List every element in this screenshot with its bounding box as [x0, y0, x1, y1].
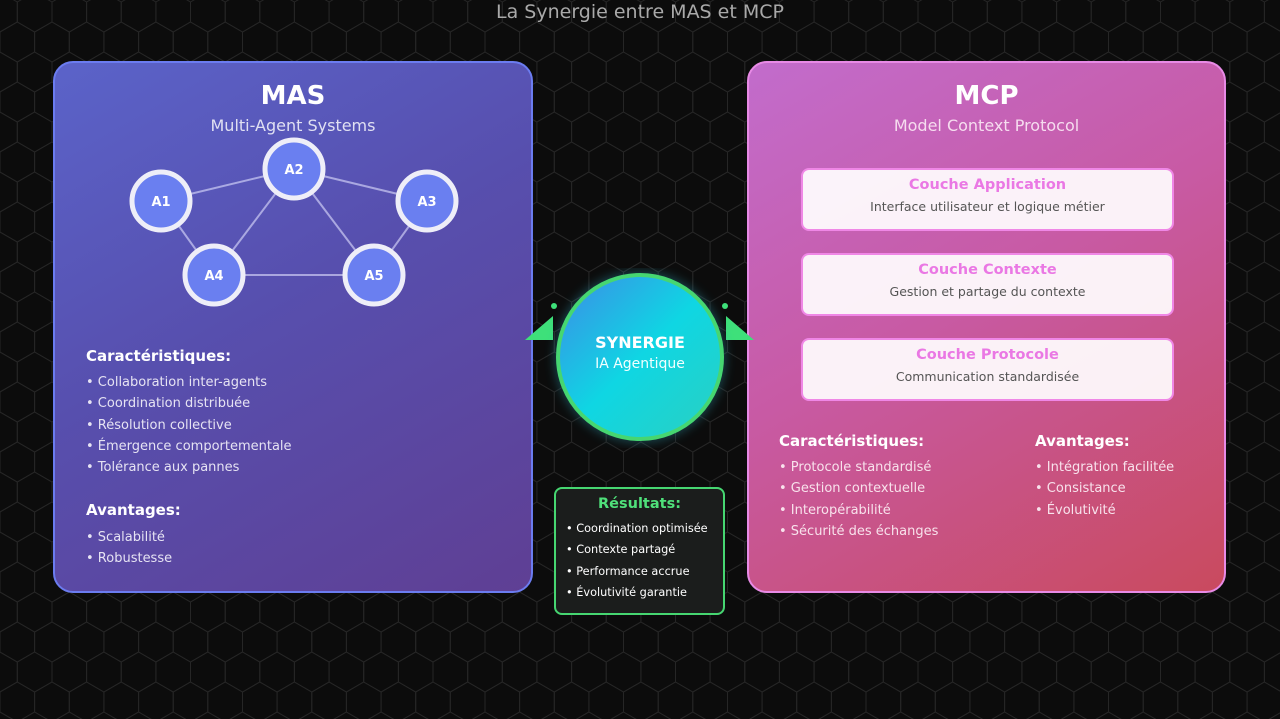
mas-advantages-list: • Scalabilité • Robustesse — [86, 527, 172, 570]
layer-name: Couche Contexte — [918, 262, 1057, 278]
arrow-right-icon — [726, 316, 754, 340]
list-item: • Contexte partagé — [566, 543, 676, 557]
list-item: • Évolutivité garantie — [566, 585, 687, 599]
layer-description: Communication standardisée — [895, 369, 1080, 384]
mcp-title: MCP — [954, 81, 1019, 111]
mcp-characteristics-list: • Protocole standardisé • Gestion contex… — [779, 457, 938, 542]
diagram-title: La Synergie entre MAS et MCP — [496, 1, 784, 23]
list-item: • Gestion contextuelle — [779, 481, 926, 497]
mcp-characteristics-heading: Caractéristiques: — [779, 432, 925, 450]
synergy-hub — [525, 271, 754, 443]
list-item: • Intégration facilitée — [1035, 460, 1175, 475]
layer-context: Couche Contexte Gestion et partage du co… — [801, 253, 1174, 316]
layer-name: Couche Application — [908, 177, 1067, 193]
dot-left-icon — [551, 303, 557, 309]
agent-label: A4 — [204, 269, 223, 284]
list-item: • Collaboration inter-agents — [86, 375, 268, 390]
dot-right-icon — [722, 303, 728, 309]
agent-label: A5 — [364, 269, 383, 284]
list-item: • Évolutivité — [1035, 502, 1116, 518]
agent-node-a4: A4 — [182, 243, 246, 307]
agent-label: A3 — [417, 195, 436, 210]
layer-description: Interface utilisateur et logique métier — [870, 199, 1105, 214]
list-item: • Robustesse — [86, 551, 173, 567]
mas-characteristics-list: • Collaboration inter-agents • Coordinat… — [86, 372, 292, 478]
layer-application: Couche Application Interface utilisateur… — [801, 168, 1174, 231]
list-item: • Protocole standardisé — [779, 460, 932, 475]
mas-title: MAS — [260, 81, 326, 111]
list-item: • Interopérabilité — [779, 502, 891, 518]
mcp-subtitle: Model Context Protocol — [893, 116, 1080, 135]
mcp-panel: MCP Model Context Protocol Couche Applic… — [747, 61, 1226, 593]
mcp-advantages-heading: Avantages: — [1035, 432, 1130, 450]
list-item: • Émergence comportementale — [86, 438, 292, 454]
results-title: Résultats: — [598, 496, 681, 512]
list-item: • Coordination optimisée — [566, 522, 708, 535]
mas-advantages-heading: Avantages: — [86, 501, 181, 519]
results-box: Résultats: • Coordination optimisée • Co… — [554, 487, 725, 615]
layer-protocol: Couche Protocole Communication standardi… — [801, 338, 1174, 401]
list-item: • Résolution collective — [86, 417, 232, 433]
list-item: • Sécurité des échanges — [779, 523, 939, 539]
agent-node-a5: A5 — [342, 243, 406, 307]
layer-description: Gestion et partage du contexte — [889, 284, 1086, 299]
agent-label: A1 — [151, 195, 170, 210]
agent-node-a2: A2 — [262, 137, 326, 201]
synergy-subtitle: IA Agentique — [595, 356, 685, 372]
synergy-title: SYNERGIE — [595, 333, 685, 352]
list-item: • Coordination distribuée — [86, 396, 251, 412]
mcp-advantages-list: • Intégration facilitée • Consistance • … — [1035, 457, 1174, 521]
list-item: • Performance accrue — [566, 564, 690, 578]
mas-characteristics-heading: Caractéristiques: — [86, 347, 232, 365]
layer-name: Couche Protocole — [916, 347, 1059, 363]
synergy-circle — [556, 273, 724, 441]
agent-label: A2 — [284, 163, 303, 178]
mas-subtitle: Multi-Agent Systems — [210, 116, 376, 135]
list-item: • Consistance — [1035, 481, 1126, 497]
agent-node-a1: A1 — [129, 169, 193, 233]
arrow-left-icon — [525, 316, 553, 340]
results-list: • Coordination optimisée • Contexte part… — [566, 518, 723, 603]
agent-node-a3: A3 — [395, 169, 459, 233]
list-item: • Tolérance aux pannes — [86, 460, 240, 476]
list-item: • Scalabilité — [86, 530, 165, 545]
